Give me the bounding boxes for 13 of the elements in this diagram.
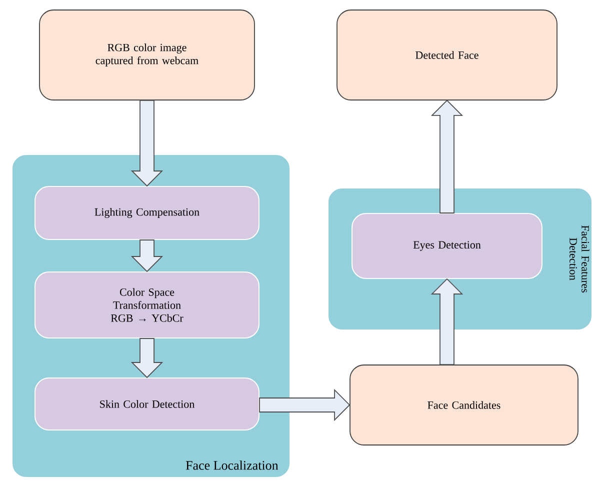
process-box: Face Candidates <box>350 364 578 446</box>
step-box: Color Space Transformation RGB → YCbCr <box>34 272 260 338</box>
process-box: RGB color image captured from webcam <box>39 10 255 100</box>
step-box: Lighting Compensation <box>34 186 260 240</box>
block-arrow <box>130 240 164 272</box>
block-arrow <box>130 100 164 187</box>
step-box: Eyes Detection <box>352 213 542 279</box>
step-box: Skin Color Detection <box>34 378 260 430</box>
block-arrow <box>130 338 164 378</box>
block-arrow <box>430 278 464 365</box>
process-box: Detected Face <box>336 10 558 100</box>
block-arrow <box>259 388 350 422</box>
block-arrow <box>430 100 464 214</box>
